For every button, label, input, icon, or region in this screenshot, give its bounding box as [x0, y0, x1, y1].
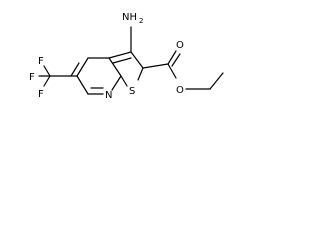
fluorine-left-label: F — [29, 72, 35, 83]
cf3-group — [38, 65, 78, 87]
bond-c3a-c3 — [108, 51, 132, 59]
pyridine-ring — [70, 57, 122, 95]
ring-nitrogen-label: N — [105, 90, 112, 101]
bond-ch2-ch3 — [209, 72, 224, 90]
amine-subscript: 2 — [139, 17, 143, 25]
bond-c5-c6 — [76, 75, 89, 95]
bond-carbonyl-oether — [167, 63, 177, 79]
bond-c7a-c3a — [108, 57, 122, 77]
ester-group — [142, 50, 224, 90]
thiophene-ring — [108, 51, 144, 87]
carbonyl-oxygen-label: O — [176, 40, 184, 51]
bond-c-f-top — [43, 65, 51, 77]
sulfur-label: S — [129, 86, 135, 97]
bond-carbonyl-o-double — [171, 53, 181, 67]
bond-carbonyl-o — [167, 50, 177, 65]
bond-c3a-c3-double — [112, 57, 132, 64]
bond-c-f-bottom — [43, 75, 51, 87]
bond-c2-carbonyl — [142, 63, 169, 69]
bond-c4-c5 — [76, 57, 89, 77]
ester-oxygen-label: O — [176, 85, 184, 96]
bond-s-c7a — [120, 75, 128, 87]
fluorine-bottom-label: F — [38, 89, 44, 100]
bond-n-c7a — [111, 75, 122, 91]
molecule-diagram: NH 2 O O S N F F F — [0, 0, 247, 127]
bond-c4-c5-double — [70, 62, 80, 77]
amine-label: NH — [122, 12, 137, 23]
structure-svg: NH 2 O O S N F F F — [29, 12, 224, 101]
fluorine-top-label: F — [38, 56, 44, 67]
bond-c2-s — [137, 67, 144, 81]
bond-c3-c2 — [130, 51, 144, 69]
